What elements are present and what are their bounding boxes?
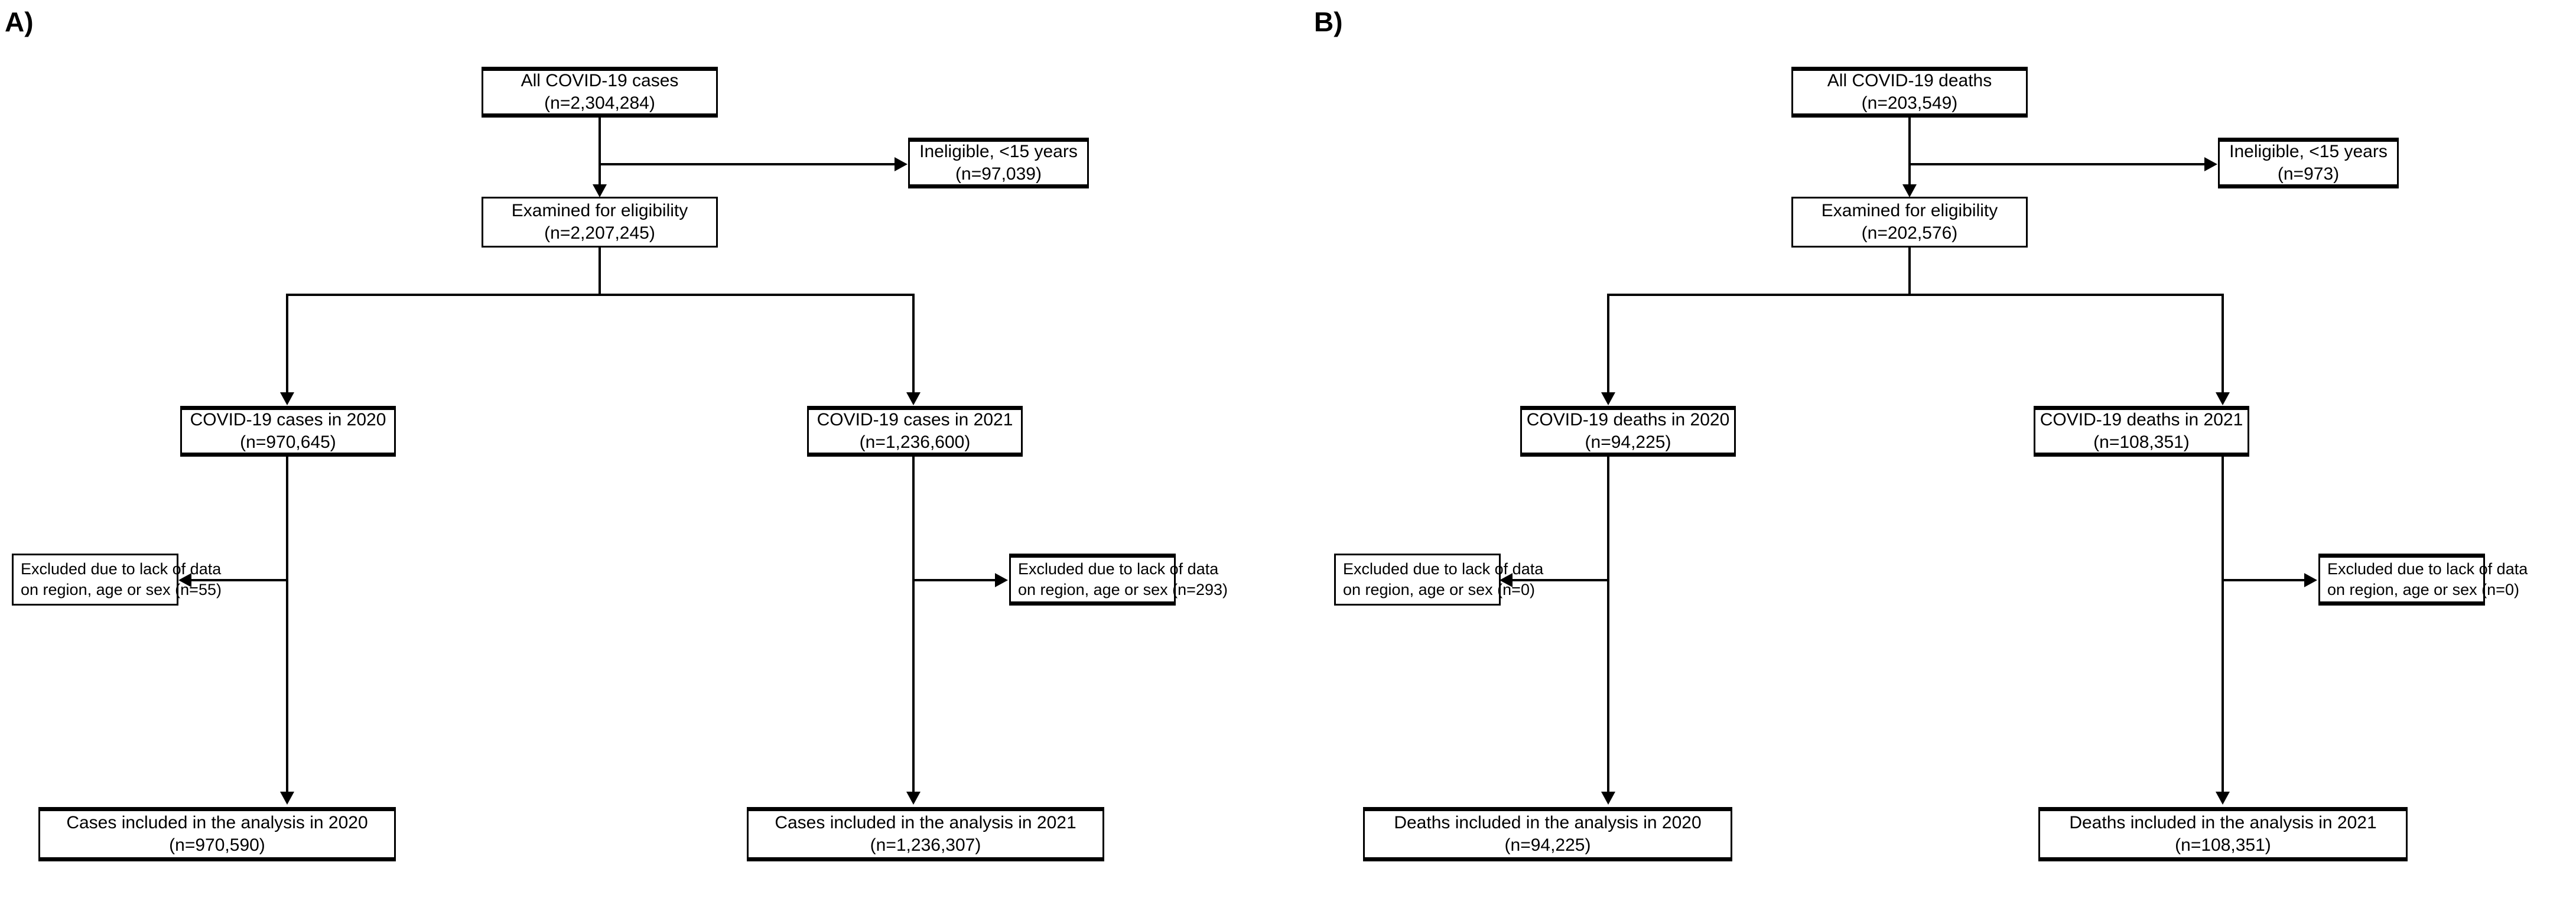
panel-a-left-included-line2: (n=970,590) [169, 835, 265, 855]
panel-b-left-excluded-line2: on region, age or sex (n=0) [1343, 581, 1535, 598]
panel-a-right-year-box: COVID-19 cases in 2021 (n=1,236,600) [807, 406, 1023, 457]
panel-b-examined-line1: Examined for eligibility [1821, 200, 1998, 220]
panel-a-right-excluded-line1: Excluded due to lack of data [1018, 560, 1219, 578]
panel-a-source-line1: All COVID-19 cases [521, 70, 679, 90]
panel-a-split-left-line [286, 294, 288, 398]
panel-b-left-year-box: COVID-19 deaths in 2020 (n=94,225) [1520, 406, 1736, 457]
panel-a-ineligible-line2: (n=97,039) [955, 164, 1042, 184]
panel-a-split-stem-line [599, 248, 601, 295]
panel-b-left-included-arrowhead [1601, 792, 1615, 805]
panel-a-examined-arrowhead [593, 184, 607, 197]
panel-b-split-stem-line [1908, 248, 1911, 295]
panel-a-right-excluded-arrowhead [995, 573, 1008, 587]
panel-b-left-down-line [1607, 457, 1609, 797]
panel-b-left-excluded-arrowhead [1500, 573, 1513, 587]
panel-b-right-included-arrowhead [2216, 792, 2230, 805]
panel-b-examined-arrowhead [1902, 184, 1917, 197]
panel-a-source-line2: (n=2,304,284) [544, 93, 655, 113]
panel-b-right-down-line [2222, 457, 2224, 797]
panel-a-right-year-line1: COVID-19 cases in 2021 [817, 409, 1013, 430]
panel-a-right-down-line [912, 457, 915, 797]
panel-b-right-included-line2: (n=108,351) [2175, 835, 2271, 855]
panel-b-left-excluded-line1: Excluded due to lack of data [1343, 560, 1544, 578]
panel-b-left-year-arrowhead [1601, 392, 1615, 405]
panel-b-source-line1: All COVID-19 deaths [1827, 70, 1992, 90]
panel-b-right-excluded-line2: on region, age or sex (n=0) [2327, 581, 2519, 598]
panel-b-right-year-box: COVID-19 deaths in 2021 (n=108,351) [2034, 406, 2249, 457]
panel-a-right-year-arrowhead [906, 392, 921, 405]
panel-b-source-box: All COVID-19 deaths (n=203,549) [1791, 67, 2028, 118]
panel-b-split-left-line [1607, 294, 1609, 398]
panel-b-left-included-line2: (n=94,225) [1504, 835, 1591, 855]
panel-b-ineligible-box: Ineligible, <15 years (n=973) [2218, 138, 2399, 188]
panel-b-right-year-arrowhead [2216, 392, 2230, 405]
panel-b-right-excluded-box: Excluded due to lack of data on region, … [2318, 554, 2528, 606]
panel-b-ineligible-line1: Ineligible, <15 years [2229, 141, 2388, 161]
panel-b-right-year-line1: COVID-19 deaths in 2021 [2040, 409, 2243, 430]
panel-a-examined-line2: (n=2,207,245) [544, 223, 655, 243]
panel-a-right-included-line1: Cases included in the analysis in 2021 [775, 812, 1076, 832]
panel-b-left-included-line1: Deaths included in the analysis in 2020 [1394, 812, 1702, 832]
panel-b-right-year-line2: (n=108,351) [2093, 432, 2190, 452]
panel-a-split-right-line [912, 294, 915, 398]
panel-b-ineligible-branch-line [1908, 163, 2206, 165]
panel-b-source-down-line [1908, 118, 1911, 190]
panel-b-right-included-box: Deaths included in the analysis in 2021 … [2038, 807, 2408, 861]
panel-b-ineligible-line2: (n=973) [2277, 164, 2340, 184]
panel-b-left-excluded-line [1513, 579, 1608, 581]
panel-a-right-included-arrowhead [906, 792, 921, 805]
panel-b-examined-box: Examined for eligibility (n=202,576) [1791, 197, 2028, 248]
panel-b-right-included-line1: Deaths included in the analysis in 2021 [2069, 812, 2377, 832]
panel-b-left-included-box: Deaths included in the analysis in 2020 … [1363, 807, 1732, 861]
panel-b-ineligible-arrowhead [2204, 157, 2217, 171]
panel-a-ineligible-arrowhead [895, 157, 908, 171]
panel-a-right-excluded-line [913, 579, 996, 581]
panel-b-left-year-line1: COVID-19 deaths in 2020 [1526, 409, 1730, 430]
panel-a-left-included-box: Cases included in the analysis in 2020 (… [38, 807, 396, 861]
panel-a-split-bar-line [286, 294, 915, 296]
panel-b-split-bar-line [1607, 294, 2224, 296]
panel-a-left-excluded-line1: Excluded due to lack of data [21, 560, 222, 578]
panel-a-left-year-line1: COVID-19 cases in 2020 [190, 409, 386, 430]
panel-a-source-box: All COVID-19 cases (n=2,304,284) [482, 67, 718, 118]
panel-a-left-excluded-line [191, 579, 287, 581]
panel-b-left-year-line2: (n=94,225) [1585, 432, 1671, 452]
panel-a-examined-line1: Examined for eligibility [511, 200, 688, 220]
panel-a-left-down-line [286, 457, 288, 797]
panel-a-ineligible-box: Ineligible, <15 years (n=97,039) [908, 138, 1089, 188]
panel-a-left-excluded-arrowhead [178, 573, 191, 587]
panel-b-split-right-line [2222, 294, 2224, 398]
panel-a-examined-box: Examined for eligibility (n=2,207,245) [482, 197, 718, 248]
panel-a-left-excluded-line2: on region, age or sex (n=55) [21, 581, 222, 598]
panel-a-left-year-line2: (n=970,645) [240, 432, 336, 452]
panel-b-right-excluded-line1: Excluded due to lack of data [2327, 560, 2528, 578]
panel-a-left-included-arrowhead [280, 792, 294, 805]
panel-b-letter: B) [1314, 6, 1343, 37]
panel-a-left-year-arrowhead [280, 392, 294, 405]
panel-b-examined-line2: (n=202,576) [1861, 223, 1958, 243]
panel-a-left-year-box: COVID-19 cases in 2020 (n=970,645) [180, 406, 396, 457]
panel-a-right-year-line2: (n=1,236,600) [859, 432, 971, 452]
panel-b-source-line2: (n=203,549) [1861, 93, 1958, 113]
panel-a-left-included-line1: Cases included in the analysis in 2020 [66, 812, 368, 832]
panel-a-left-excluded-box: Excluded due to lack of data on region, … [12, 554, 222, 606]
panel-a-letter: A) [5, 6, 34, 37]
panel-a-ineligible-branch-line [599, 163, 896, 165]
panel-a-right-included-box: Cases included in the analysis in 2021 (… [747, 807, 1104, 861]
panel-a-source-down-line [599, 118, 601, 190]
panel-b-right-excluded-arrowhead [2304, 573, 2317, 587]
panel-b-right-excluded-line [2223, 579, 2305, 581]
panel-a-ineligible-line1: Ineligible, <15 years [919, 141, 1078, 161]
panel-a-right-included-line2: (n=1,236,307) [870, 835, 981, 855]
panel-a-right-excluded-box: Excluded due to lack of data on region, … [1009, 554, 1228, 606]
panel-b-left-excluded-box: Excluded due to lack of data on region, … [1334, 554, 1543, 606]
panel-a-right-excluded-line2: on region, age or sex (n=293) [1018, 581, 1228, 598]
